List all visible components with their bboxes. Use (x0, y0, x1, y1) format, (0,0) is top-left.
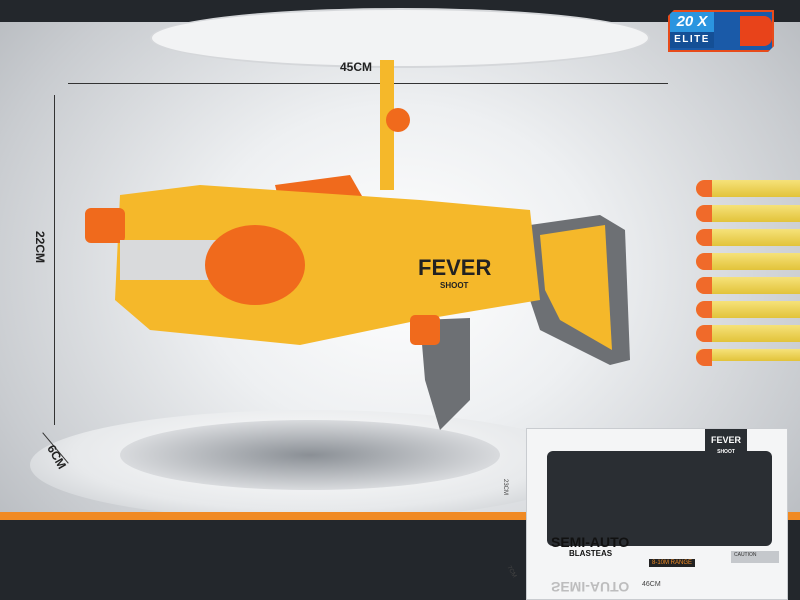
dart (696, 180, 800, 197)
dart (696, 205, 800, 222)
cylinder (205, 225, 305, 305)
length-label: 45CM (340, 60, 373, 74)
dart (696, 301, 800, 318)
dart (696, 229, 800, 246)
sight-knob (386, 108, 410, 132)
box-height: 23CM (502, 478, 509, 496)
dart (696, 253, 800, 270)
dart (696, 277, 800, 294)
ceiling-ring (150, 8, 650, 68)
dart-icon (740, 16, 772, 46)
badge-type: ELITE (670, 32, 714, 48)
elite-badge: 20 X ELITE (668, 10, 774, 52)
muzzle (85, 208, 125, 243)
grip (420, 318, 470, 430)
blaster-body (115, 185, 540, 345)
platform-shadow (120, 420, 500, 490)
length-line (68, 83, 668, 84)
trigger (410, 315, 440, 345)
box-title: SEMI-AUTO (551, 534, 630, 550)
box-sub: SHOOT (717, 449, 735, 455)
orange-stripe (0, 512, 800, 520)
box-subtitle: BLASTEAS (569, 549, 613, 558)
dart (696, 349, 800, 366)
stock (540, 225, 612, 350)
box-window (547, 451, 772, 546)
box-reflection: SEMI-AUTO (551, 579, 630, 595)
badge-count: 20 X (670, 12, 714, 32)
height-line (54, 95, 55, 425)
barrel (120, 240, 220, 280)
box-logo: FEVER SHOOT (705, 429, 747, 459)
box-range: 8-10M RANGE (649, 559, 695, 567)
sight-mast (380, 60, 394, 190)
blaster-sub: SHOOT (440, 281, 469, 290)
box-caution: CAUTION (731, 551, 779, 563)
box-length: 46CM (642, 581, 661, 588)
dart (696, 325, 800, 342)
blaster-brand: FEVER (418, 255, 491, 280)
product-box: FEVER SHOOT SEMI-AUTO BLASTEAS 8-10M RANG… (502, 428, 788, 600)
box-brand: FEVER (710, 435, 741, 445)
